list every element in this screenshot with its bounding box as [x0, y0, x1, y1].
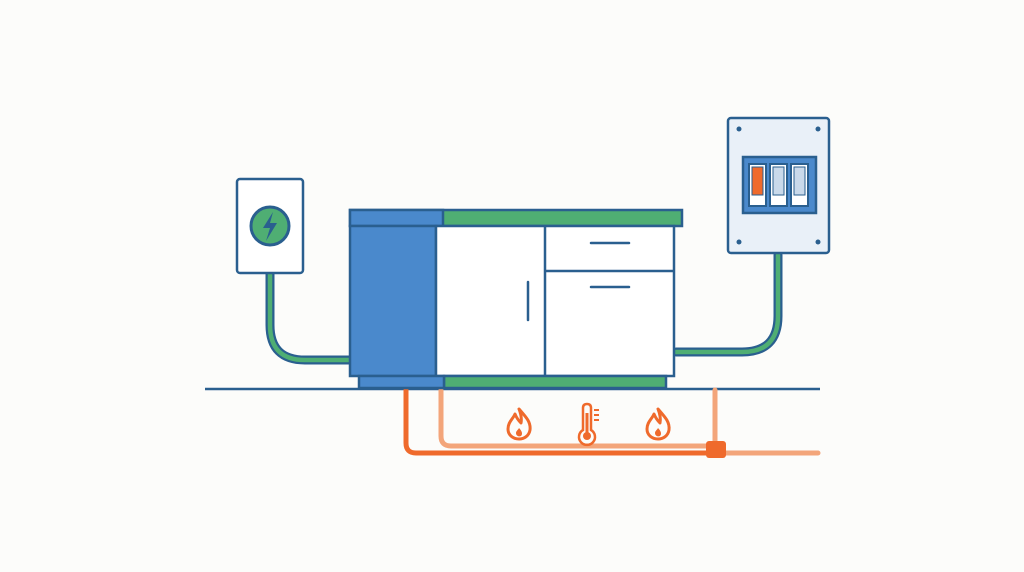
main-pipe: [403, 387, 716, 456]
appliance-side: [348, 224, 438, 378]
supply-pipe-light: [438, 387, 709, 449]
wall-outlet: [235, 177, 305, 275]
lightning-bolt-icon: [263, 212, 277, 241]
breaker-lever-2-on: [772, 166, 785, 196]
toe-kick: [442, 374, 668, 390]
breaker-switches: [748, 163, 809, 207]
countertop-blue-end: [348, 208, 445, 228]
heating-pipes: [403, 387, 821, 456]
breaker-lever-3-on: [793, 166, 806, 196]
panel-screw: [815, 239, 821, 245]
breaker-panel: [726, 116, 831, 255]
panel-screw: [815, 126, 821, 132]
breaker-lever-1-tripped: [751, 166, 764, 196]
panel-screw: [736, 126, 742, 132]
panel-screw: [736, 239, 742, 245]
pipe-tee-fitting: [706, 441, 726, 458]
kitchen-cabinet: [348, 208, 684, 390]
thermometer-icon: [577, 402, 599, 447]
power-cable-right-inner: [673, 252, 781, 355]
flame-icon: [506, 407, 532, 441]
power-cable-left-inner: [267, 242, 353, 363]
cabinet-body: [434, 224, 676, 378]
power-cable-right: [671, 250, 783, 357]
toe-kick-blue: [357, 374, 446, 390]
flame-icon: [645, 407, 671, 441]
